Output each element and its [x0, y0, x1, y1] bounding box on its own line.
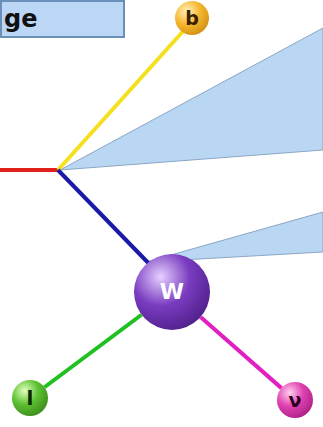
node-label: ν [289, 391, 302, 410]
particle-ball: ν [277, 382, 313, 418]
particle-line [44, 315, 141, 388]
particle-ball: l [12, 380, 48, 416]
node-label: l [27, 388, 34, 408]
particle-line [201, 317, 282, 388]
particle-ball: b [175, 1, 209, 35]
particle-ball: W [134, 254, 210, 330]
w-line [58, 170, 160, 275]
b-line [58, 28, 186, 170]
node-label: b [185, 9, 199, 28]
callout-wedge [60, 28, 323, 170]
node-label: W [160, 281, 184, 303]
top-line [0, 168, 58, 172]
node-label: ge [4, 7, 37, 31]
heading-box: ge [0, 0, 125, 38]
